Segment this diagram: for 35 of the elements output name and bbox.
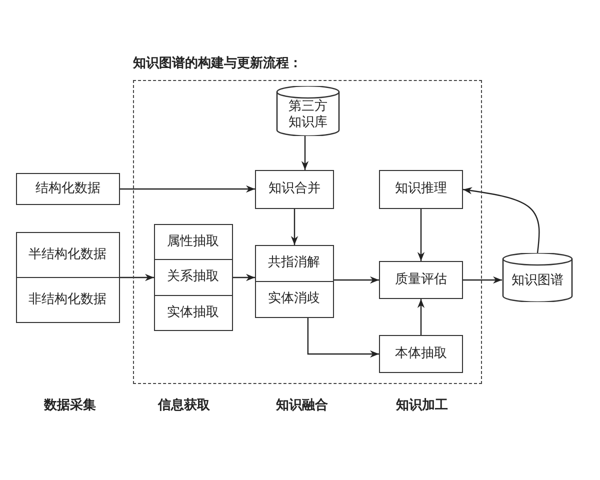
arrow bbox=[307, 318, 379, 358]
stage-label: 信息获取 bbox=[158, 397, 210, 414]
node-label: 知识合并 bbox=[268, 181, 320, 198]
node-label: 半结构化数据 bbox=[28, 246, 107, 263]
stage-label: 知识加工 bbox=[396, 397, 448, 414]
arrow bbox=[334, 276, 379, 284]
node-label: 实体消歧 bbox=[268, 291, 320, 308]
process-box bbox=[379, 261, 463, 299]
arrow bbox=[417, 299, 425, 335]
node-label: 知识图谱 bbox=[510, 273, 564, 290]
node-label: 共指消解 bbox=[268, 255, 320, 272]
node-label: 非结构化数据 bbox=[28, 292, 107, 308]
node-label: 结构化数据 bbox=[36, 180, 100, 198]
process-box bbox=[255, 170, 334, 209]
arrow bbox=[290, 209, 298, 245]
node-label: 实体抽取 bbox=[167, 304, 220, 321]
arrow bbox=[463, 276, 502, 284]
process-box bbox=[379, 170, 463, 209]
arrow bbox=[120, 185, 255, 193]
arrow bbox=[417, 209, 425, 261]
arrow bbox=[120, 274, 154, 282]
node-label: 属性抽取 bbox=[167, 234, 220, 250]
arrow bbox=[233, 274, 255, 282]
arrow bbox=[462, 187, 540, 254]
arrow bbox=[301, 136, 309, 170]
node-label: 第三方知识库 bbox=[288, 98, 328, 132]
node-label: 本体抽取 bbox=[395, 346, 447, 362]
node-label: 关系抽取 bbox=[167, 269, 220, 286]
diagram-heading: 知识图谱的构建与更新流程： bbox=[133, 54, 302, 72]
process-box bbox=[379, 335, 463, 373]
stage-label: 知识融合 bbox=[276, 397, 328, 414]
node-label: 质量评估 bbox=[395, 272, 447, 288]
process-box bbox=[16, 173, 120, 205]
stage-label: 数据采集 bbox=[44, 396, 96, 414]
node-label: 知识推理 bbox=[395, 181, 447, 198]
